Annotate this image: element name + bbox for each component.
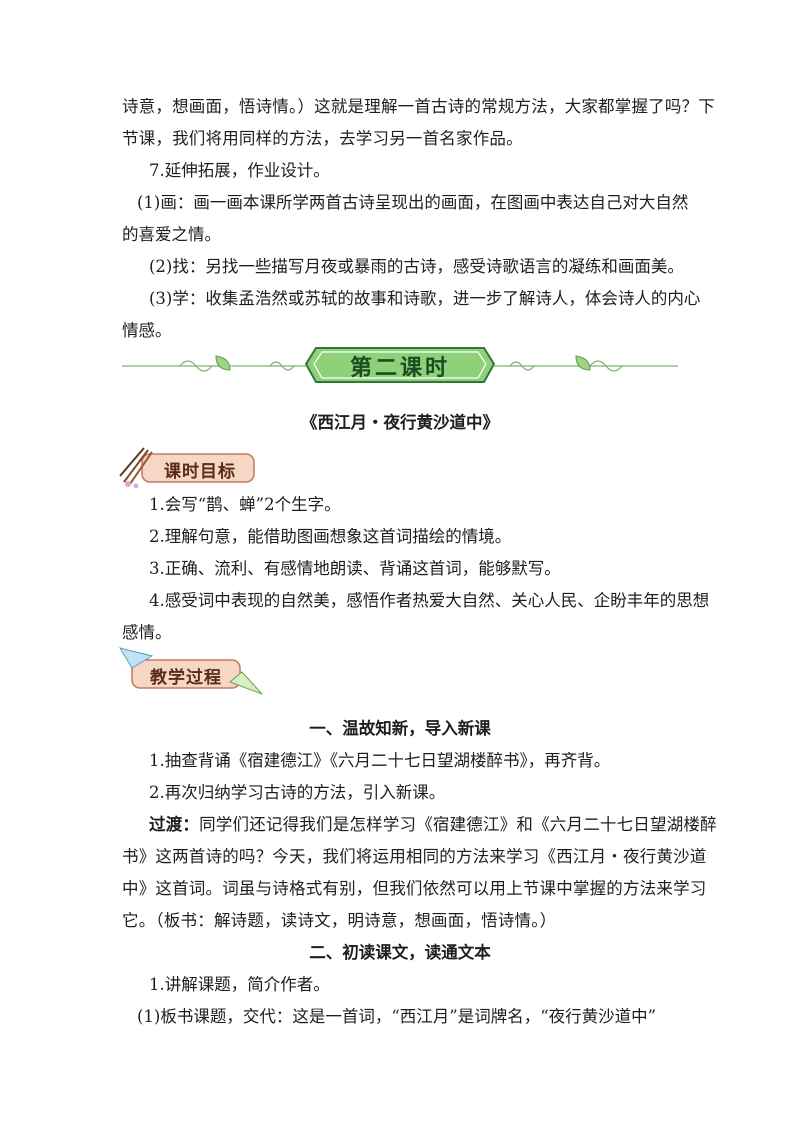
process-badge: 教学过程 — [118, 646, 264, 698]
poem-title: 《西江月・夜行黄沙道中》 — [301, 413, 499, 432]
transition-line: 过渡：同学们还记得我们是怎样学习《宿建德江》和《六月二十七日望湖楼醉 — [149, 814, 717, 836]
list-item: (1)板书课题，交代：这是一首词，“西江月”是词牌名，“夜行黄沙道中” — [137, 1007, 657, 1026]
list-item: 1.讲解课题，简介作者。 — [149, 975, 330, 994]
goals-badge: 课时目标 — [118, 446, 258, 490]
text-line: 诗意，想画面，悟诗情。）这就是理解一首古诗的常规方法，大家都掌握了吗？下 — [122, 97, 715, 116]
process-badge-label: 教学过程 — [150, 668, 222, 688]
goals-badge-label: 课时目标 — [164, 462, 236, 482]
text-line: 的喜爱之情。 — [122, 225, 221, 244]
vine-ornament-icon — [122, 347, 678, 383]
transition-label: 过渡： — [149, 815, 200, 834]
lesson-banner: 第二课时 — [120, 340, 680, 388]
text-line: (1)画：画一画本课所学两首古诗呈现出的画面，在图画中表达自己对大自然 — [137, 193, 689, 212]
transition-line: 中》这首词。词虽与诗格式有别，但我们依然可以用上节课中掌握的方法来学习 — [122, 879, 707, 898]
banner-label: 第二课时 — [349, 355, 450, 381]
transition-line: 它。（板书：解诗题，读诗文，明诗意，想画面，悟诗情。） — [122, 911, 557, 930]
transition-text: 同学们还记得我们是怎样学习《宿建德江》和《六月二十七日望湖楼醉 — [199, 815, 717, 834]
paper-plane-icon — [118, 647, 263, 695]
text-line: 节课，我们将用同样的方法，去学习另一首名家作品。 — [122, 129, 523, 148]
goal-item: 2.理解句意，能借助图画想象这首词描绘的情境。 — [149, 527, 512, 546]
goal-item: 3.正确、流利、有感情地朗读、背诵这首词，能够默写。 — [149, 559, 561, 578]
goal-item: 4.感受词中表现的自然美，感悟作者热爱大自然、关心人民、企盼丰年的思想 — [149, 591, 710, 610]
text-line: 情感。 — [122, 321, 172, 340]
list-item: 2.再次归纳学习古诗的方法，引入新课。 — [149, 783, 446, 802]
text-line: (2)找：另找一些描写月夜或暴雨的古诗，感受诗歌语言的凝练和画面美。 — [149, 257, 684, 276]
list-item: 1.抽查背诵《宿建德江》《六月二十七日望湖楼醉书》，再齐背。 — [149, 751, 611, 770]
transition-line: 书》这两首诗的吗？今天，我们将运用相同的方法来学习《西江月・夜行黄沙道 — [122, 847, 707, 866]
brush-icon — [119, 447, 255, 489]
goal-item: 感情。 — [122, 623, 172, 642]
section-heading: 一、温故知新，导入新课 — [309, 719, 491, 738]
text-line: (3)学：收集孟浩然或苏轼的故事和诗歌，进一步了解诗人，体会诗人的内心 — [149, 289, 701, 308]
goal-item: 1.会写“鹊、蝉”2个生字。 — [149, 495, 341, 514]
text-line: 7.延伸拓展，作业设计。 — [149, 161, 330, 180]
section-heading: 二、初读课文，读通文本 — [309, 943, 491, 962]
